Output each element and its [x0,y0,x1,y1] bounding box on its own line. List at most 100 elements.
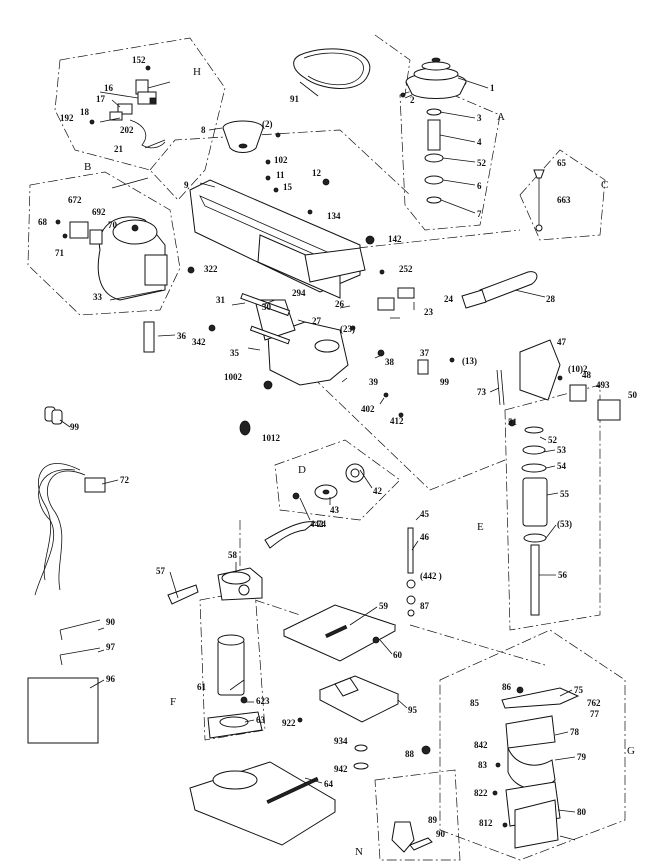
part-label: 15 [283,182,293,192]
part-label: 48 [582,370,592,380]
part-label: 922 [282,718,296,728]
switch-assembly [89,65,166,149]
part-label: 99 [70,422,80,432]
part-label: 11 [276,170,285,180]
part-label: 55 [560,489,570,499]
section-label-n: N [355,846,363,858]
assembly-line [409,624,546,666]
part-label: (13) [462,356,477,366]
section-label-c: C [601,179,608,191]
part-label: 42 [373,486,383,496]
part-label: 8 [201,125,206,135]
part-label: 31 [216,295,226,305]
part-label: 192 [60,113,74,123]
part-label: 64 [324,779,334,789]
part-label: 86 [502,682,512,692]
assembly-line [299,364,506,491]
depth-scale [496,369,505,406]
part-label: 85 [470,698,480,708]
part-label: 762 [587,698,601,708]
part-label: 88 [405,749,415,759]
part-label: 322 [204,264,218,274]
part-label: 822 [474,788,488,798]
part-label: 53 [557,445,567,455]
motor-pulley [222,120,264,153]
part-label: 45 [420,509,430,519]
assembly-line [254,599,301,616]
quill-spindle [521,426,548,616]
section-e-outline [504,384,601,631]
part-label: 38 [385,357,395,367]
part-label: 23 [424,307,434,317]
section-n-outline [374,769,461,861]
part-label: 24 [444,294,454,304]
section-label-a: A [497,111,505,123]
section-label-d: D [298,464,306,476]
part-label: 83 [478,760,488,770]
part-label: 842 [474,740,488,750]
part-label: 663 [557,195,571,205]
section-c-outline [519,149,606,241]
machine-base [189,761,336,846]
part-label: 50 [628,390,638,400]
assembly-line [339,229,521,251]
part-label: (23) [340,324,355,334]
part-label: 43 [330,505,340,515]
part-label: 27 [312,316,322,326]
part-label: 28 [546,294,556,304]
part-label: (10)2 [568,364,588,374]
section-b-outline [27,171,181,316]
part-label: 71 [55,248,65,258]
part-label: 68 [38,217,48,227]
chuck-guard [492,686,580,849]
part-label: 59 [379,601,389,611]
part-label: 95 [408,705,418,715]
part-label: 97 [106,642,116,652]
part-label: 7 [477,209,482,219]
spindle-pulley [405,57,467,204]
part-label: 16 [104,83,114,93]
part-label: 80 [577,807,587,817]
part-label: 412 [390,416,404,426]
part-labels: 1 2 3 4 52 6 7 8 9 102 11 12 134 142 15 … [38,55,638,839]
part-label: 75 [574,685,584,695]
part-label: 37 [420,348,430,358]
part-label: 52 [548,435,558,445]
section-d-outline [274,439,401,521]
part-label: 442 [310,519,324,529]
part-label: 3 [477,113,482,123]
section-label-e: E [477,521,484,533]
section-h-outline [54,37,226,201]
part-label: 6 [477,181,482,191]
part-label: 79 [577,752,587,762]
belt-guard-housing [189,179,366,299]
part-label: 39 [369,377,379,387]
part-label: 99 [440,377,450,387]
section-label-g: G [627,745,635,757]
assembly-line [374,34,411,96]
part-label: (53) [557,519,572,529]
part-label: 934 [334,736,348,746]
part-label: 96 [106,674,116,684]
part-label: 4 [477,137,482,147]
feed-handle [533,169,545,232]
column [207,634,263,739]
part-label: 9 [184,180,189,190]
part-label: 102 [274,155,288,165]
part-label: 402 [361,404,375,414]
part-label: 51 [508,417,518,427]
part-label: 142 [388,234,402,244]
part-label: 33 [93,292,103,302]
part-label: 623 [256,696,270,706]
part-label: 1012 [262,433,281,443]
part-label: (2) [262,119,273,129]
part-label: 52 [477,158,487,168]
part-label: 812 [479,818,493,828]
pinion-shaft [461,271,538,309]
fasteners [239,92,563,755]
part-label: 72 [120,475,130,485]
part-label: 294 [292,288,306,298]
part-label: 672 [68,195,82,205]
part-label: 342 [192,337,206,347]
leader-lines [59,77,576,841]
